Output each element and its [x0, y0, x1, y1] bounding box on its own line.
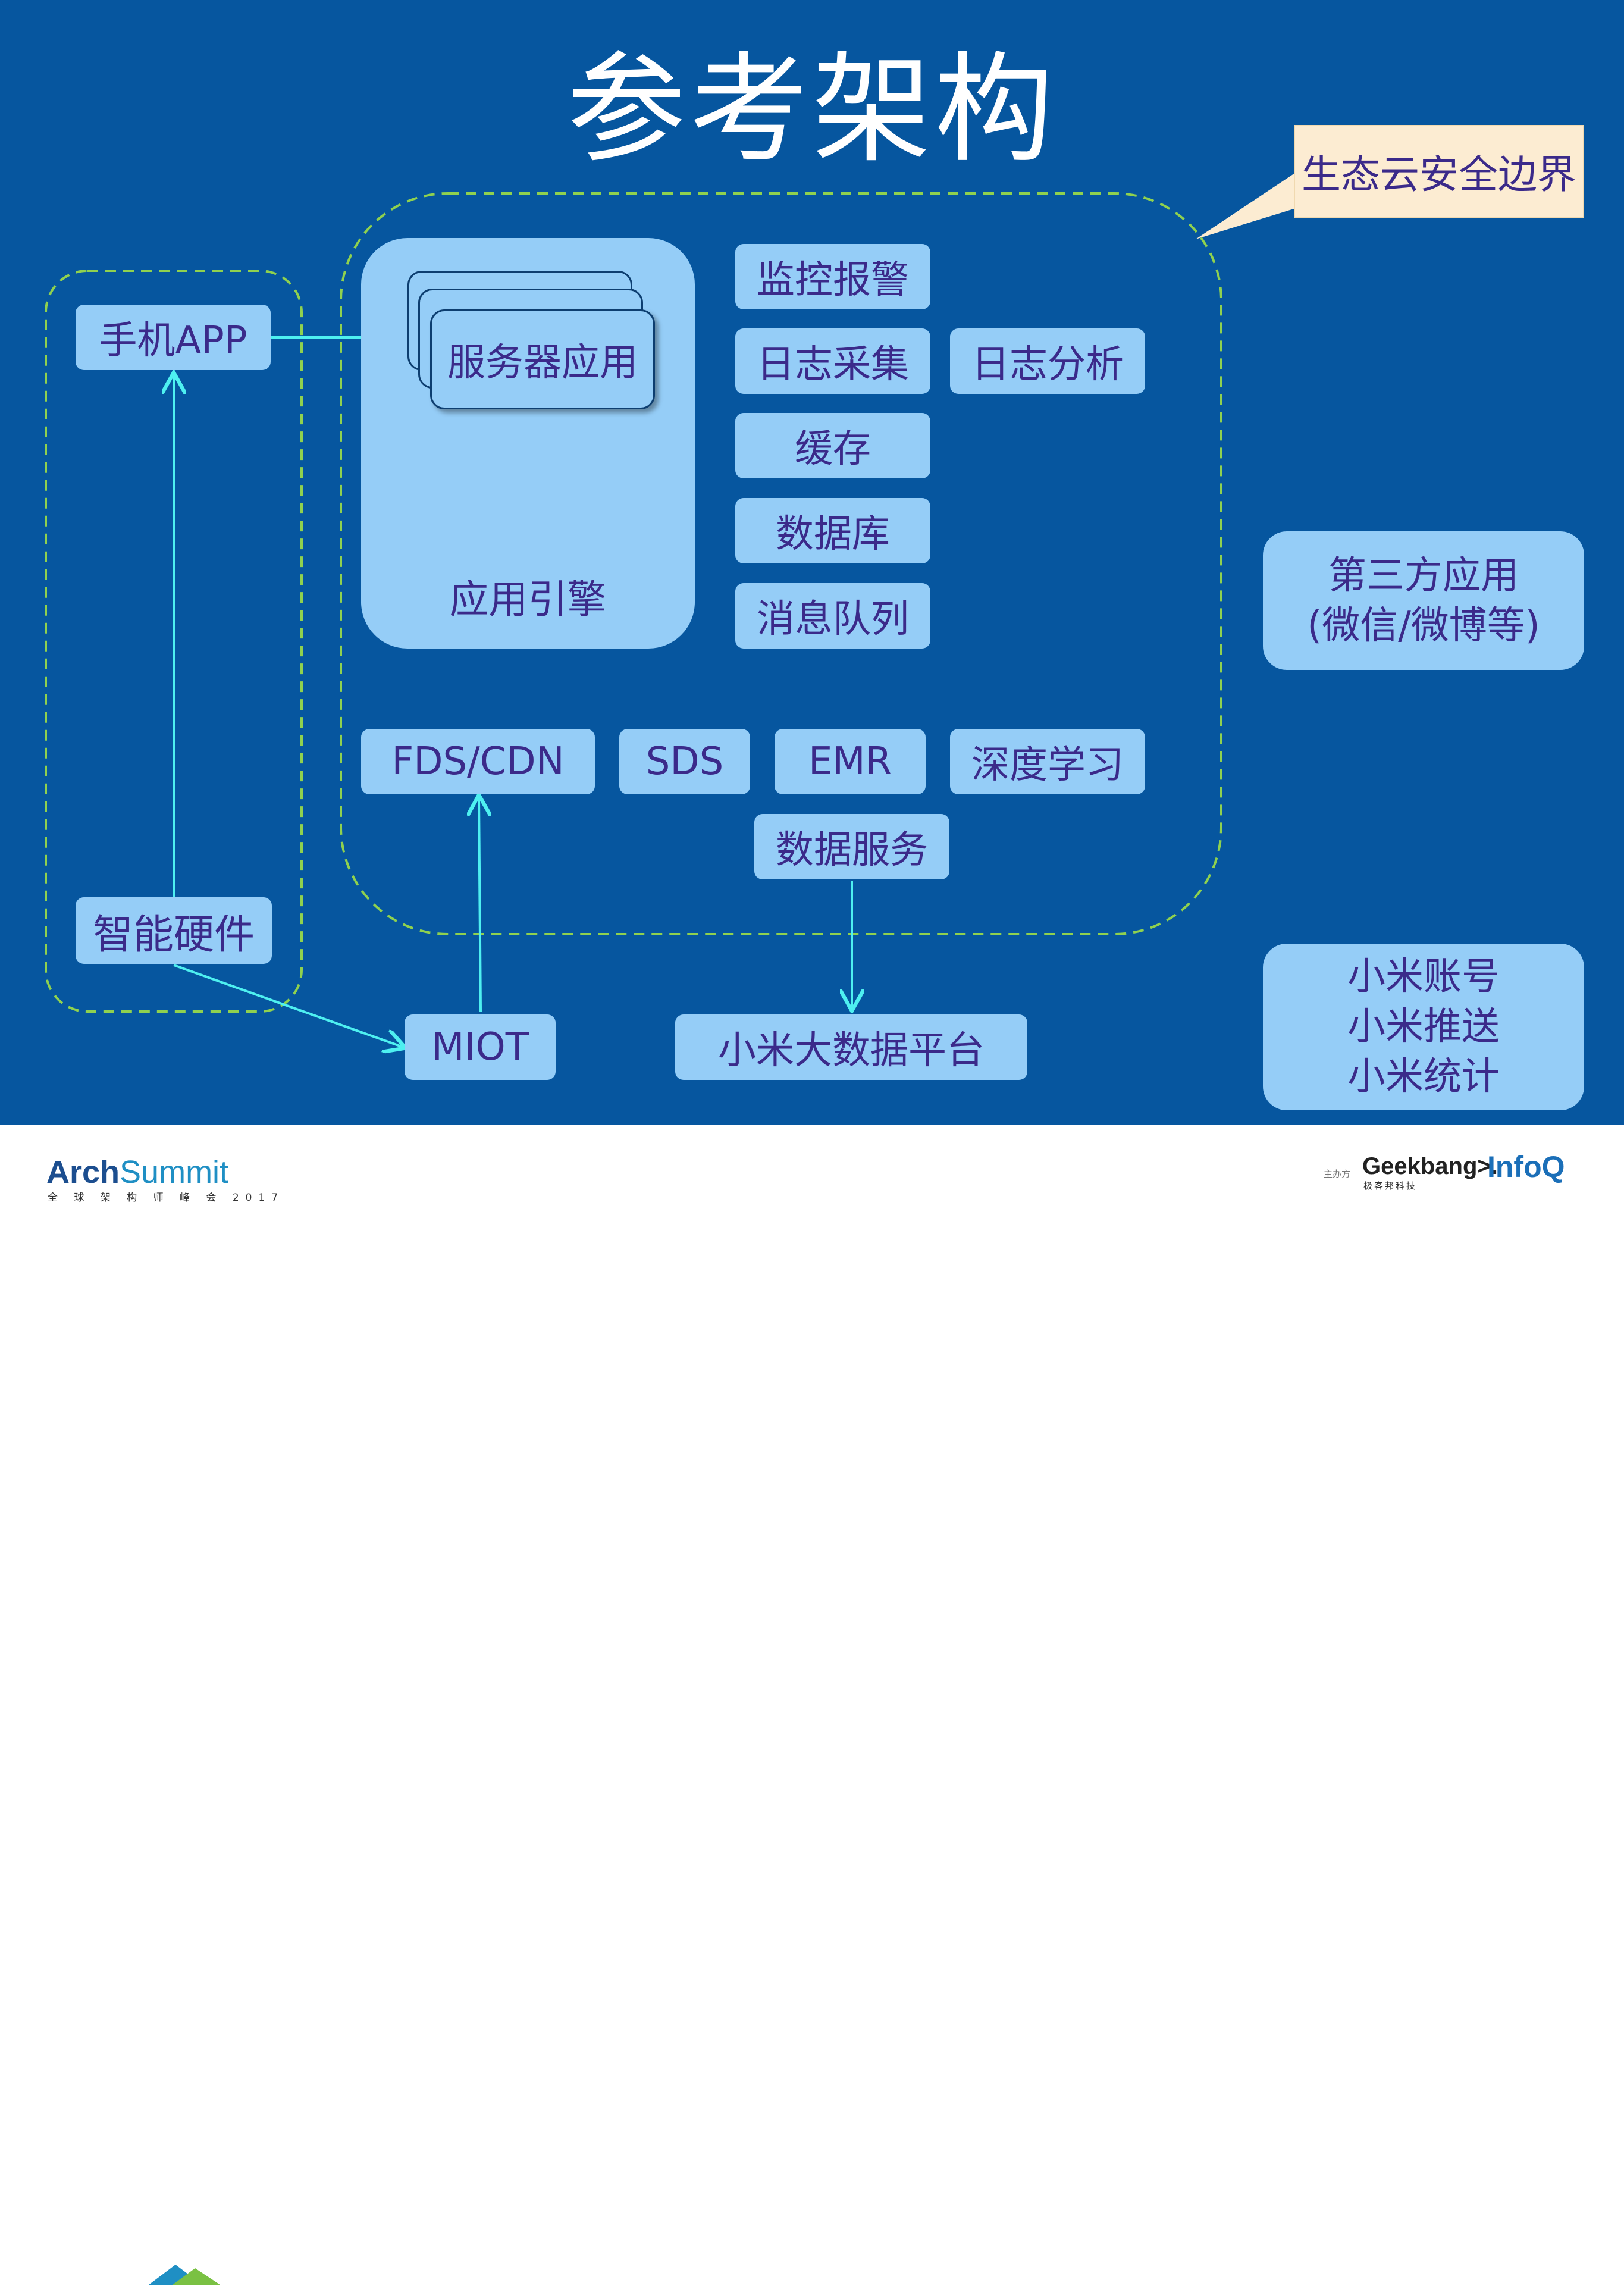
- archsummit-logo-light: Summit: [120, 1154, 229, 1190]
- fds-cdn-box: FDS/CDN: [361, 729, 595, 794]
- smart-hardware-box: 智能硬件: [76, 897, 272, 964]
- third-party-line1: 第三方应用: [1328, 553, 1519, 598]
- device-group-boundary: [45, 270, 303, 1013]
- archsummit-logo-bold: Arch: [46, 1154, 120, 1190]
- database-box: 数据库: [735, 498, 930, 563]
- log-collection-box: 日志采集: [735, 328, 930, 394]
- archsummit-mountain-icon: [149, 2265, 220, 2285]
- sds-box: SDS: [619, 729, 750, 794]
- footer: [0, 1125, 1624, 2285]
- miot-box: MIOT: [405, 1014, 556, 1080]
- diagram-lines: [45, 173, 1296, 1125]
- xiaomi-account: 小米账号: [1347, 955, 1500, 999]
- xiaomi-push: 小米推送: [1347, 1005, 1500, 1049]
- geekbang-logo: Geekbang>.: [1362, 1153, 1498, 1179]
- archsummit-subtitle: 全 球 架 构 师 峰 会 2017: [48, 1192, 285, 1204]
- geekbang-subtitle: 极客邦科技: [1363, 1180, 1418, 1191]
- deep-learning-box: 深度学习: [950, 729, 1145, 794]
- xiaomi-services-box: 小米账号 小米推送 小米统计: [1263, 944, 1584, 1110]
- page-title: 参考架构: [566, 40, 1057, 179]
- infoq-logo: InfoQ: [1487, 1150, 1565, 1183]
- archsummit-logo: ArchSummit: [46, 1154, 228, 1190]
- message-queue-box: 消息队列: [735, 583, 930, 649]
- slide-canvas: 参考架构 生态云安全边界 手机APP 智能硬件 应用引擎 服务器应用 监控报警 …: [0, 0, 1624, 1125]
- bigdata-platform-box: 小米大数据平台: [675, 1014, 1027, 1080]
- data-service-box: 数据服务: [754, 814, 949, 879]
- app-engine-label: 应用引擎: [449, 577, 607, 622]
- xiaomi-stats: 小米统计: [1347, 1055, 1500, 1099]
- emr-box: EMR: [775, 729, 926, 794]
- third-party-apps-box: 第三方应用 (微信/微博等): [1263, 531, 1584, 670]
- server-app-box: 服务器应用: [430, 309, 655, 409]
- security-boundary-callout: 生态云安全边界: [1294, 125, 1584, 218]
- callout-pointer: [1196, 173, 1296, 239]
- monitoring-alert-box: 监控报警: [735, 244, 930, 309]
- cache-box: 缓存: [735, 413, 930, 478]
- arrow-hardware-to-miot: [173, 964, 403, 1047]
- security-boundary: [340, 192, 1222, 935]
- phone-app-box: 手机APP: [76, 305, 271, 370]
- host-label: 主办方: [1324, 1169, 1351, 1179]
- log-analysis-box: 日志分析: [950, 328, 1145, 394]
- arrow-miot-to-fds: [479, 797, 481, 1012]
- third-party-line2: (微信/微博等): [1307, 603, 1540, 648]
